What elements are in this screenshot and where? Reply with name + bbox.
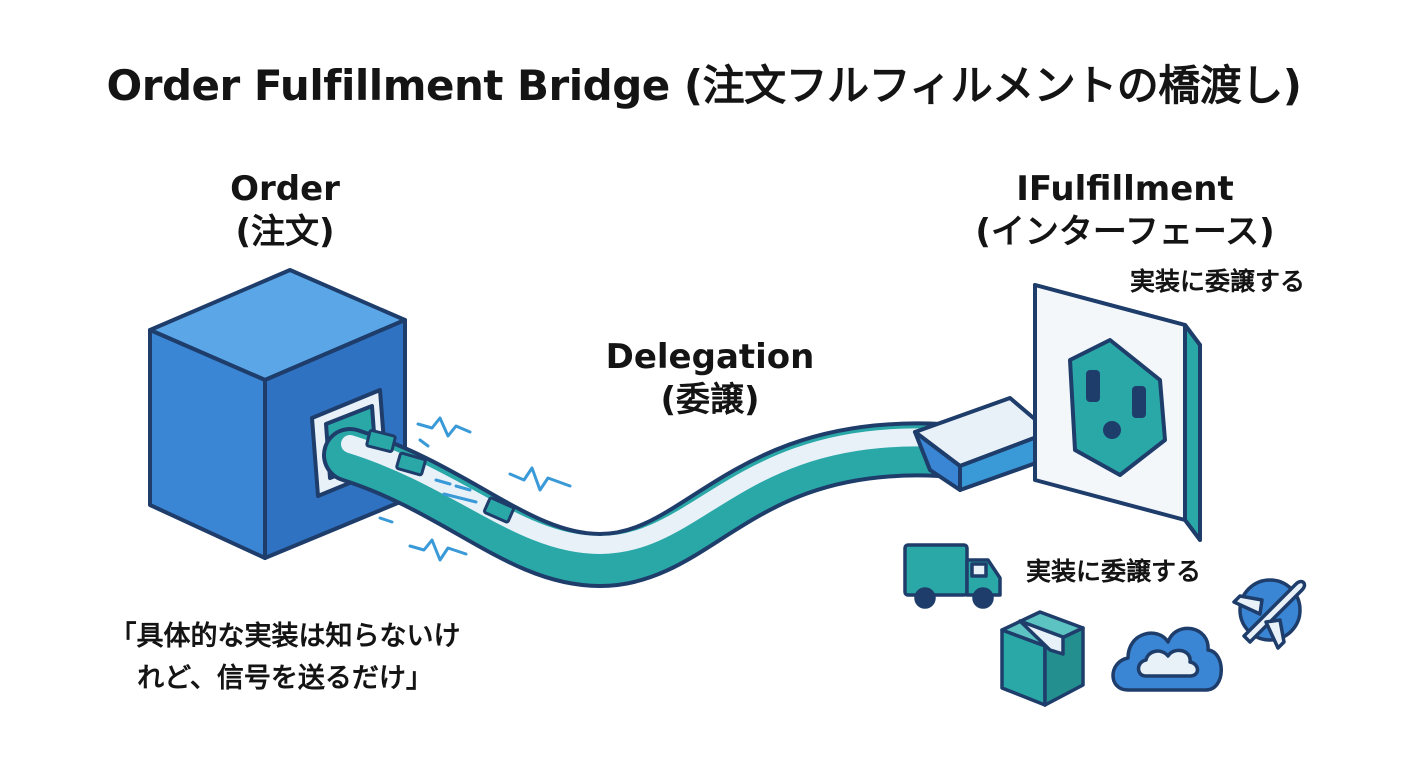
signal-waves — [378, 416, 572, 562]
signal-packet — [483, 496, 515, 524]
cloud-icon — [1111, 626, 1223, 692]
delegation-label: Delegation (委譲) — [560, 336, 860, 421]
interface-socket — [1033, 283, 1202, 542]
delegation-cable — [322, 421, 968, 589]
diagram-title: Order Fulfillment Bridge (注文フルフィルメントの橋渡し… — [106, 61, 1302, 110]
quote-line-1: 「具体的な実装は知らないけ — [109, 621, 461, 652]
package-icon — [1000, 610, 1085, 707]
truck-icon — [903, 543, 1002, 609]
quote-line-2: れど、信号を送るだけ」 — [137, 662, 433, 694]
delegation-sub: (委譲) — [660, 379, 760, 420]
signal-packets — [365, 429, 515, 524]
interface-sub: (インターフェース) — [975, 211, 1275, 252]
signal-dashes — [434, 478, 478, 504]
interface-name: IFulfillment — [1016, 169, 1234, 209]
order-label: Order (注文) — [180, 168, 390, 253]
signal-wave — [508, 466, 572, 492]
order-quote: 「具体的な実装は知らないけ れど、信号を送るだけ」 — [70, 616, 500, 700]
interface-impl-note: 実装に委譲する — [1130, 267, 1306, 296]
signal-packet — [395, 451, 427, 477]
signal-wave — [408, 538, 468, 562]
delegation-name: Delegation — [605, 337, 815, 377]
airplane-icon — [1232, 578, 1307, 650]
signal-wave — [416, 416, 472, 438]
order-sub: (注文) — [235, 211, 335, 252]
order-name: Order — [230, 169, 340, 209]
interface-label: IFulfillment (インターフェース) — [900, 168, 1350, 253]
implementations-label: 実装に委譲する — [1026, 557, 1202, 586]
signal-packet — [365, 429, 397, 453]
